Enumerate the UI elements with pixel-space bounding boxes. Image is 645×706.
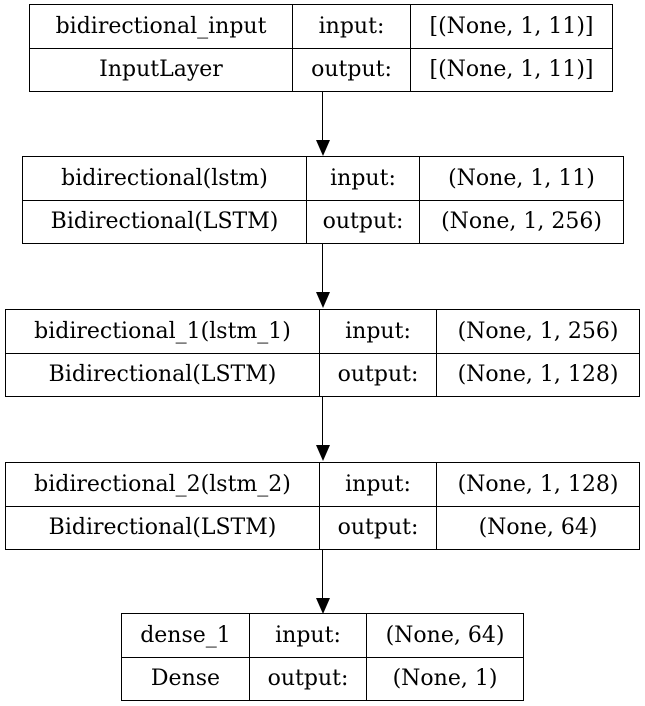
connector-arrowhead — [316, 292, 330, 308]
layer-type: Bidirectional(LSTM) — [48, 362, 277, 387]
input-shape: (None, 1, 11) — [419, 157, 623, 200]
connector-arrowhead — [316, 445, 330, 461]
input-label: input: — [249, 614, 366, 657]
input-label: input: — [319, 463, 436, 506]
layer-node-bidirectional-lstm: bidirectional(lstm) input: (None, 1, 11)… — [22, 156, 624, 244]
input-shape: (None, 1, 256) — [436, 310, 639, 353]
input-shape: (None, 1, 128) — [436, 463, 639, 506]
output-shape: (None, 1, 128) — [436, 354, 639, 396]
layer-name: dense_1 — [140, 622, 231, 648]
connector-arrowhead — [316, 140, 330, 156]
output-label: output: — [306, 201, 419, 243]
input-label: input: — [292, 5, 410, 48]
layer-node-bidirectional-2-lstm-2: bidirectional_2(lstm_2) input: (None, 1,… — [5, 462, 640, 550]
connector-arrow-line — [322, 92, 323, 142]
output-label: output: — [292, 49, 410, 91]
connector-arrow-line — [322, 244, 323, 294]
input-label: input: — [319, 310, 436, 353]
output-label: output: — [319, 354, 436, 396]
output-label: output: — [319, 507, 436, 549]
layer-node-bidirectional-input: bidirectional_input input: [(None, 1, 11… — [29, 4, 613, 92]
layer-type: Bidirectional(LSTM) — [50, 209, 279, 234]
layer-name: bidirectional_2(lstm_2) — [34, 471, 291, 497]
output-shape: (None, 1) — [366, 658, 523, 700]
connector-arrow-line — [322, 550, 323, 600]
input-shape: (None, 64) — [366, 614, 523, 657]
layer-name: bidirectional_1(lstm_1) — [34, 318, 291, 344]
layer-type: InputLayer — [99, 57, 223, 82]
layer-node-bidirectional-1-lstm-1: bidirectional_1(lstm_1) input: (None, 1,… — [5, 309, 640, 397]
layer-type: Bidirectional(LSTM) — [48, 515, 277, 540]
layer-node-dense-1: dense_1 input: (None, 64) Dense output: … — [121, 613, 524, 701]
layer-name: bidirectional_input — [55, 13, 267, 39]
output-label: output: — [249, 658, 366, 700]
layer-type: Dense — [150, 666, 221, 691]
connector-arrowhead — [316, 598, 330, 614]
layer-name: bidirectional(lstm) — [61, 165, 268, 191]
output-shape: (None, 64) — [436, 507, 639, 549]
connector-arrow-line — [322, 397, 323, 447]
output-shape: (None, 1, 256) — [419, 201, 623, 243]
input-shape: [(None, 1, 11)] — [410, 5, 612, 48]
input-label: input: — [306, 157, 419, 200]
output-shape: [(None, 1, 11)] — [410, 49, 612, 91]
